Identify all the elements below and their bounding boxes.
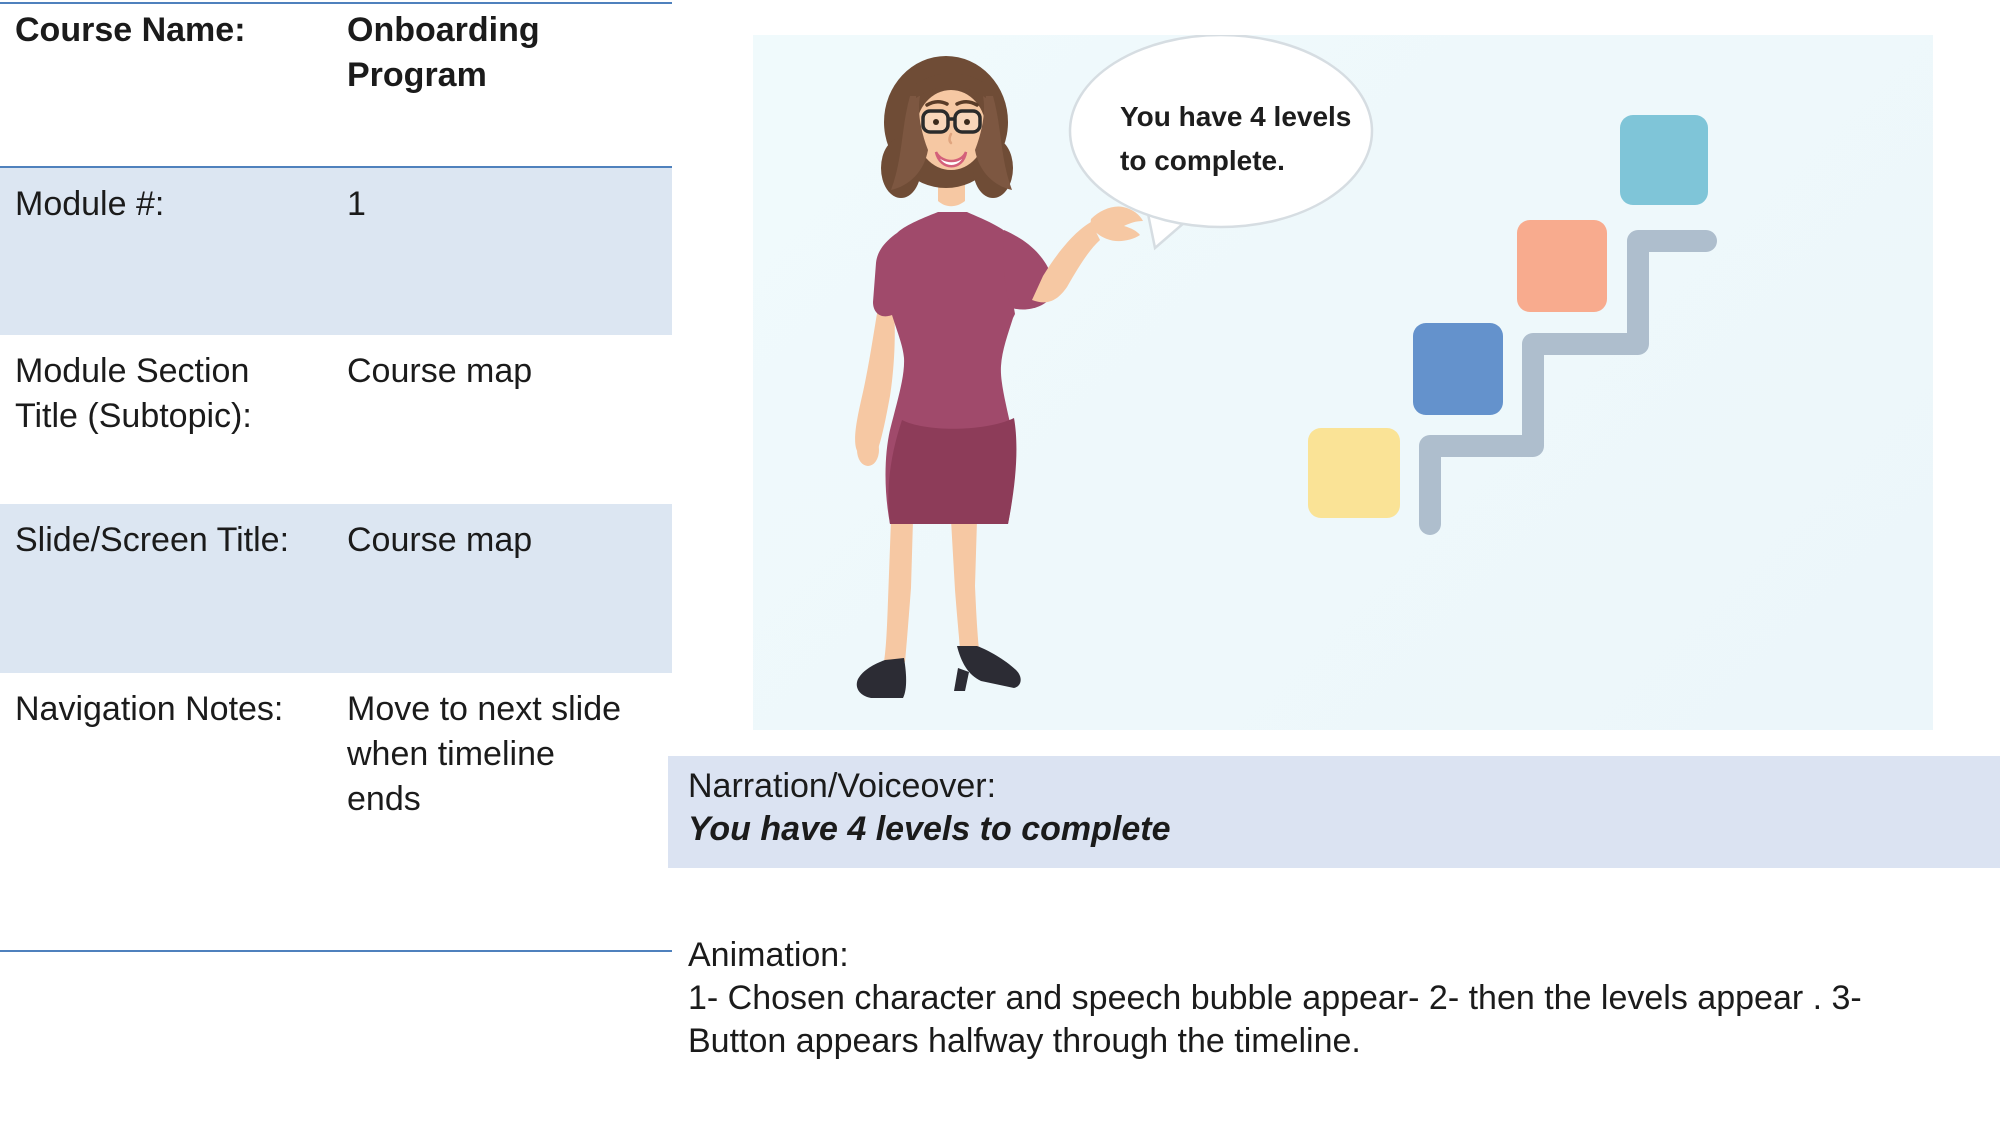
table-row: Navigation Notes: Move to next slide whe…: [0, 673, 672, 950]
speech-bubble-line-2: to complete.: [1120, 145, 1285, 176]
animation-notes: Animation: 1- Chosen character and speec…: [688, 934, 1988, 1063]
character-illustration: [855, 56, 1143, 698]
row-label: Module Section Title (Subtopic):: [15, 352, 252, 435]
character-nose: [948, 132, 953, 145]
narration-label: Narration/Voiceover:: [688, 767, 997, 805]
character-left-hand: [857, 434, 879, 466]
table-row: Module #: 1: [0, 168, 672, 335]
character-eyebrow: [955, 100, 979, 107]
row-value: Course map: [347, 352, 533, 390]
row-value: Onboarding Program: [347, 11, 540, 94]
row-label: Course Name:: [15, 11, 246, 49]
character-right-arm: [1032, 222, 1100, 303]
table-row: Module Section Title (Subtopic): Course …: [0, 335, 672, 504]
narration-text: You have 4 levels to complete: [688, 810, 1171, 848]
character-hair-fringe: [916, 73, 986, 98]
character-shoe-heel: [954, 668, 969, 691]
level-square-1: [1308, 428, 1400, 518]
slide-preview-panel: [753, 35, 1933, 730]
character-eye: [964, 119, 970, 125]
speech-bubble-line-1: You have 4 levels: [1120, 101, 1352, 132]
character-shoe: [957, 646, 1021, 688]
character-eye: [933, 119, 939, 125]
row-label: Slide/Screen Title:: [15, 521, 290, 559]
animation-line-1: 1- Chosen character and speech bubble ap…: [688, 979, 1862, 1017]
row-value: Course map: [347, 521, 533, 559]
levels-staircase: [1419, 230, 1717, 535]
character-skirt: [888, 418, 1017, 524]
animation-label: Animation:: [688, 936, 849, 974]
speech-bubble-text: You have 4 levels to complete.: [1120, 95, 1380, 183]
storyboard-table: Course Name: Onboarding Program Module #…: [0, 2, 672, 952]
character-leg: [951, 520, 979, 650]
animation-line-2: Button appears halfway through the timel…: [688, 1022, 1361, 1060]
row-value: 1: [347, 185, 366, 223]
character-right-hand: [1090, 206, 1143, 242]
character-hair-lock: [891, 96, 928, 190]
speech-bubble-body: [1068, 35, 1374, 229]
row-value: Move to next slide when timeline ends: [347, 690, 622, 818]
speech-bubble: [1068, 35, 1374, 251]
character-shoe: [856, 658, 907, 698]
level-square-2: [1413, 323, 1503, 415]
table-row: Course Name: Onboarding Program: [0, 4, 672, 168]
table-row: Slide/Screen Title: Course map: [0, 504, 672, 673]
character-leg: [884, 520, 913, 662]
row-label: Navigation Notes:: [15, 690, 284, 728]
slide-illustration: [855, 35, 1717, 698]
character-eyebrow: [925, 100, 949, 107]
character-left-arm: [855, 296, 895, 458]
level-square-4: [1620, 115, 1708, 205]
row-label: Module #:: [15, 185, 165, 223]
level-square-3: [1517, 220, 1607, 312]
narration-box: Narration/Voiceover: You have 4 levels t…: [668, 756, 2000, 868]
character-hair-lock: [975, 96, 1012, 190]
character-smile: [934, 151, 968, 168]
